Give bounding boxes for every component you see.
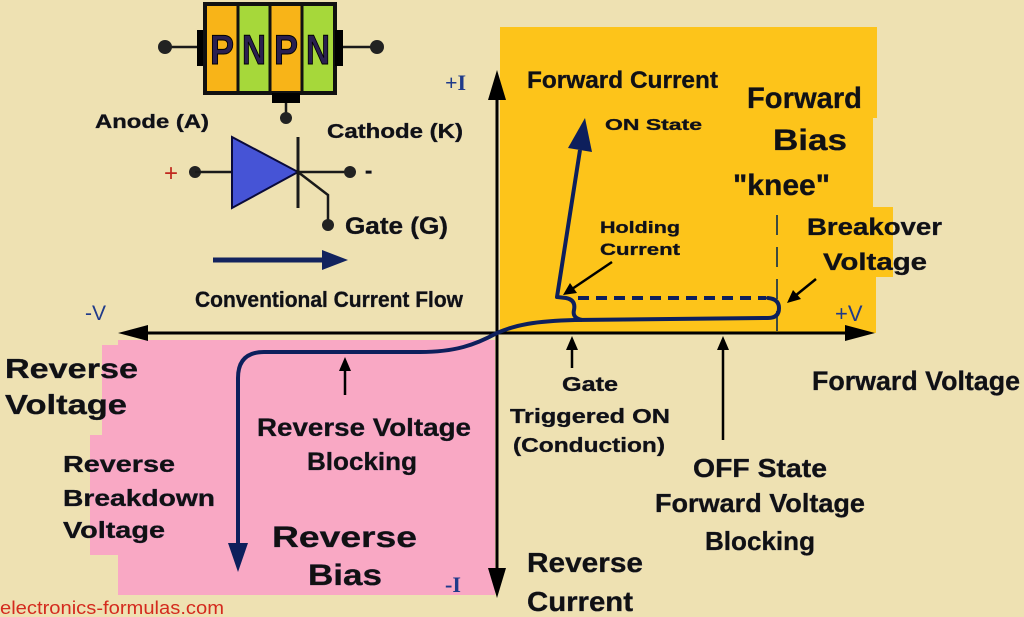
positive-current-sign: +I — [445, 70, 466, 95]
characteristic-curve — [228, 118, 782, 572]
reverse-bias-label-line2: Bias — [308, 559, 382, 592]
forward-bias-label-line1: Forward — [747, 82, 862, 115]
forward-voltage-label: Forward Voltage — [812, 366, 1020, 396]
cathode-contact — [335, 30, 343, 66]
cathode-minus-sign: - — [365, 158, 372, 183]
gate-symbol-dot — [322, 219, 334, 231]
gate-terminal-dot — [280, 112, 292, 124]
gate-triggered-arrow-icon — [566, 336, 578, 350]
on-state-arrow-icon — [568, 118, 592, 152]
negative-current-sign: -I — [445, 572, 461, 597]
off-state-label-line3: Blocking — [705, 526, 815, 556]
positive-voltage-arrow-icon — [845, 325, 875, 341]
layer-label-n2: N — [306, 26, 330, 73]
reverse-breakdown-label-line1: Reverse — [63, 451, 175, 477]
watermark: electronics-formulas.com — [0, 598, 224, 617]
p-layer-2 — [270, 5, 302, 92]
reverse-breakdown-arrow-icon — [228, 543, 248, 572]
positive-voltage-sign: +V — [835, 301, 863, 326]
current-flow-arrow-icon — [322, 250, 348, 270]
current-flow-label: Conventional Current Flow — [195, 287, 464, 312]
breakover-voltage-label-line2: Voltage — [823, 249, 927, 276]
holding-current-label-line2: Current — [600, 240, 680, 259]
reverse-bias-region — [90, 340, 495, 595]
layer-label-p2: P — [274, 26, 298, 73]
axes: +I -I +V -V Forward Current Forward Volt… — [5, 67, 1020, 617]
breakover-voltage-arrow-icon — [787, 290, 801, 303]
cathode-label: Cathode (K) — [327, 121, 463, 143]
knee-label: "knee" — [733, 169, 830, 202]
scr-symbol: Anode (A) Cathode (K) + - Gate (G) Conve… — [95, 112, 464, 312]
on-state-label: ON State — [605, 117, 702, 134]
gate-label: Gate (G) — [345, 213, 448, 240]
breakover-voltage-pointer — [794, 278, 817, 297]
gate-triggered-label-line3: (Conduction) — [513, 435, 665, 457]
reverse-breakdown-label-line2: Breakdown — [63, 485, 215, 511]
reverse-current-label-line1: Reverse — [527, 547, 643, 578]
reverse-bias-label-line1: Reverse — [272, 521, 417, 554]
reverse-blocking-label-line1: Reverse Voltage — [257, 414, 471, 442]
forward-bias-region — [500, 27, 893, 333]
forward-bias-label-line2: Bias — [773, 124, 847, 157]
pnpn-block: P N P N — [158, 2, 384, 124]
gate-contact — [272, 93, 300, 103]
on-state-curve — [555, 149, 583, 322]
n-layer-2 — [302, 5, 334, 92]
gate-triggered-label-line1: Gate — [562, 374, 618, 396]
n-layer-1 — [238, 5, 270, 92]
anode-plus-sign: + — [164, 160, 178, 187]
cathode-symbol-dot — [344, 166, 356, 178]
anode-label: Anode (A) — [95, 112, 209, 133]
negative-voltage-arrow-icon — [118, 325, 148, 341]
anode-terminal-dot — [158, 40, 172, 54]
holding-current-label-line1: Holding — [600, 218, 680, 237]
off-state-label-line1: OFF State — [693, 453, 827, 483]
reverse-breakdown-label-line3: Voltage — [63, 517, 165, 543]
positive-current-arrow-icon — [488, 70, 506, 100]
reverse-voltage-label-line2: Voltage — [5, 389, 127, 420]
gate-triggered-label-line2: Triggered ON — [510, 406, 670, 428]
off-state-arrow-icon — [717, 336, 729, 350]
off-state-label-line2: Forward Voltage — [655, 488, 865, 518]
layer-label-n1: N — [242, 26, 266, 73]
reverse-blocking-arrow-icon — [339, 357, 351, 371]
off-state-and-reverse-curve — [236, 296, 782, 547]
reverse-blocking-label-line2: Blocking — [307, 448, 417, 476]
reverse-voltage-label-line1: Reverse — [5, 353, 138, 384]
gate-symbol-wire — [297, 171, 330, 222]
negative-voltage-sign: -V — [85, 302, 106, 325]
reverse-current-label-line2: Current — [527, 586, 633, 617]
diode-triangle-icon — [231, 135, 301, 210]
cathode-terminal-dot — [370, 40, 384, 54]
anode-contact — [197, 30, 206, 66]
p-layer-1 — [206, 5, 238, 92]
breakover-voltage-label-line1: Breakover — [807, 214, 942, 241]
holding-current-arrow-icon — [563, 283, 577, 295]
negative-current-arrow-icon — [488, 568, 506, 598]
layer-label-p1: P — [210, 26, 234, 73]
holding-current-pointer — [571, 260, 613, 291]
forward-current-label: Forward Current — [527, 67, 718, 94]
